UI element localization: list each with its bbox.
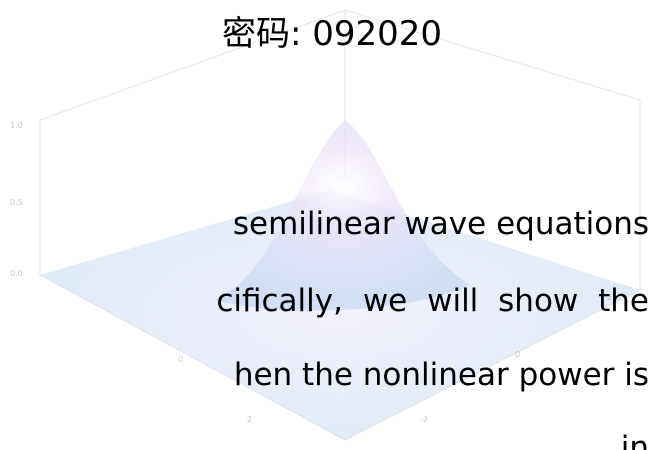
axis-tick-label: 0: [515, 350, 520, 359]
body-text-line: cifically, we will show the: [216, 283, 649, 319]
axis-tick-label: 0.0: [10, 269, 23, 278]
axis-tick-label: 1.0: [10, 121, 23, 130]
body-text-line: in: [620, 430, 649, 450]
axis-tick-label: 2: [607, 293, 612, 302]
axis-tick-label: -2: [420, 415, 428, 424]
axis-tick-label: 0.5: [10, 198, 23, 207]
body-text-line: hen the nonlinear power is: [233, 357, 649, 393]
axis-tick-label: 0: [178, 355, 183, 364]
body-text-line: semilinear wave equations: [232, 206, 649, 242]
password-label: 密码: 092020: [222, 14, 443, 54]
axis-tick-label: 2: [247, 415, 252, 424]
